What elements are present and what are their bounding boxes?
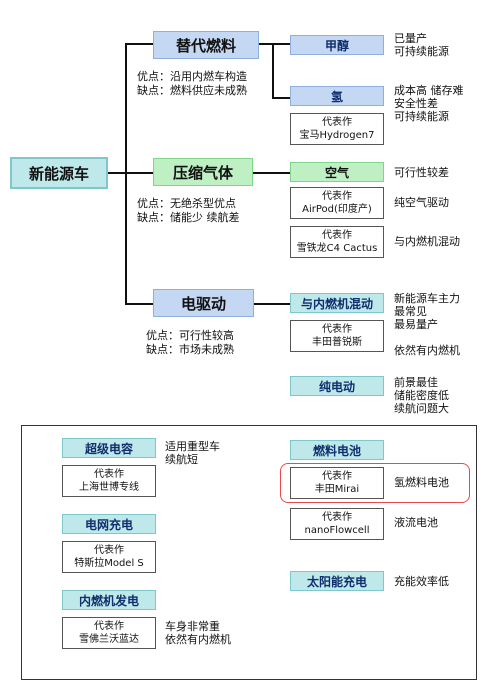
branch-electric: 电驱动 bbox=[153, 289, 254, 317]
branch-electric-pros: 优点：可行性较高 bbox=[146, 329, 234, 342]
branch-alt-fuel: 替代燃料 bbox=[153, 31, 259, 59]
nanoflowcell-note: 液流电池 bbox=[394, 516, 438, 529]
sub-pure-ev-note: 前景最佳 储能密度低 续航问题大 bbox=[394, 376, 449, 415]
ice-generator: 内燃机发电 bbox=[62, 590, 156, 610]
rep-mirai: 代表作 丰田Mirai bbox=[290, 467, 384, 499]
rep-bmw-hydrogen7: 代表作 宝马Hydrogen7 bbox=[290, 113, 384, 145]
rep-tesla-model-s: 代表作 特斯拉Model S bbox=[62, 541, 156, 573]
supercap: 超级电容 bbox=[62, 438, 156, 458]
sub-hydrogen: 氢 bbox=[290, 86, 384, 106]
sub-air: 空气 bbox=[290, 162, 384, 182]
sub-hybrid: 与内燃机混动 bbox=[290, 293, 384, 313]
branch-compressed-gas: 压缩气体 bbox=[153, 158, 253, 186]
rep-airpod: 代表作 AirPod(印度产) bbox=[290, 187, 384, 219]
grid-charging: 电网充电 bbox=[62, 514, 156, 534]
rep-c4-cactus: 代表作 雪铁龙C4 Cactus bbox=[290, 226, 384, 258]
rep-nanoflowcell: 代表作 nanoFlowcell bbox=[290, 508, 384, 540]
rep-shanghai-expo: 代表作 上海世博专线 bbox=[62, 465, 156, 497]
root-label: 新能源车 bbox=[28, 164, 89, 183]
connector bbox=[125, 303, 153, 305]
sub-hybrid-note: 新能源车主力 最常见 最易量产 bbox=[394, 292, 460, 331]
rep-prius: 代表作 丰田普锐斯 bbox=[290, 320, 384, 352]
branch-gas-cons: 缺点：储能少 续航差 bbox=[137, 211, 240, 224]
sub-pure-ev: 纯电动 bbox=[290, 376, 384, 396]
sub-methanol: 甲醇 bbox=[290, 35, 384, 55]
branch-gas-pros: 优点：无绝杀型优点 bbox=[137, 197, 236, 210]
connector bbox=[272, 43, 274, 99]
connector bbox=[125, 43, 153, 45]
supercap-note: 适用重型车 续航短 bbox=[165, 440, 220, 466]
rep-c4-cactus-note: 与内燃机混动 bbox=[394, 235, 460, 248]
connector bbox=[272, 97, 290, 99]
sub-air-note: 可行性较差 bbox=[394, 166, 449, 179]
mirai-highlight bbox=[280, 463, 470, 503]
ice-generator-note: 车身非常重 依然有内燃机 bbox=[165, 620, 231, 646]
root-node: 新能源车 bbox=[10, 157, 108, 189]
connector bbox=[259, 43, 290, 45]
branch-alt-fuel-pros: 优点：沿用内燃车构造 bbox=[137, 70, 247, 83]
connector bbox=[108, 172, 126, 174]
branch-electric-cons: 缺点：市场未成熟 bbox=[146, 343, 234, 356]
solar-charging: 太阳能充电 bbox=[290, 571, 384, 591]
fuel-cell: 燃料电池 bbox=[290, 440, 384, 460]
solar-note: 充能效率低 bbox=[394, 575, 449, 588]
mirai-note: 氢燃料电池 bbox=[394, 476, 449, 489]
connector bbox=[125, 172, 153, 174]
connector bbox=[253, 172, 290, 174]
connector bbox=[254, 303, 290, 305]
sub-hydrogen-note: 成本高 储存难 安全性差 可持续能源 bbox=[394, 84, 464, 123]
rep-airpod-note: 纯空气驱动 bbox=[394, 196, 449, 209]
pure-ev-frame bbox=[21, 425, 477, 680]
rep-prius-note: 依然有内燃机 bbox=[394, 344, 460, 357]
sub-methanol-note: 已量产 可持续能源 bbox=[394, 32, 449, 58]
branch-alt-fuel-cons: 缺点：燃料供应未成熟 bbox=[137, 84, 247, 97]
rep-volt: 代表作 雪佛兰沃蓝达 bbox=[62, 617, 156, 649]
